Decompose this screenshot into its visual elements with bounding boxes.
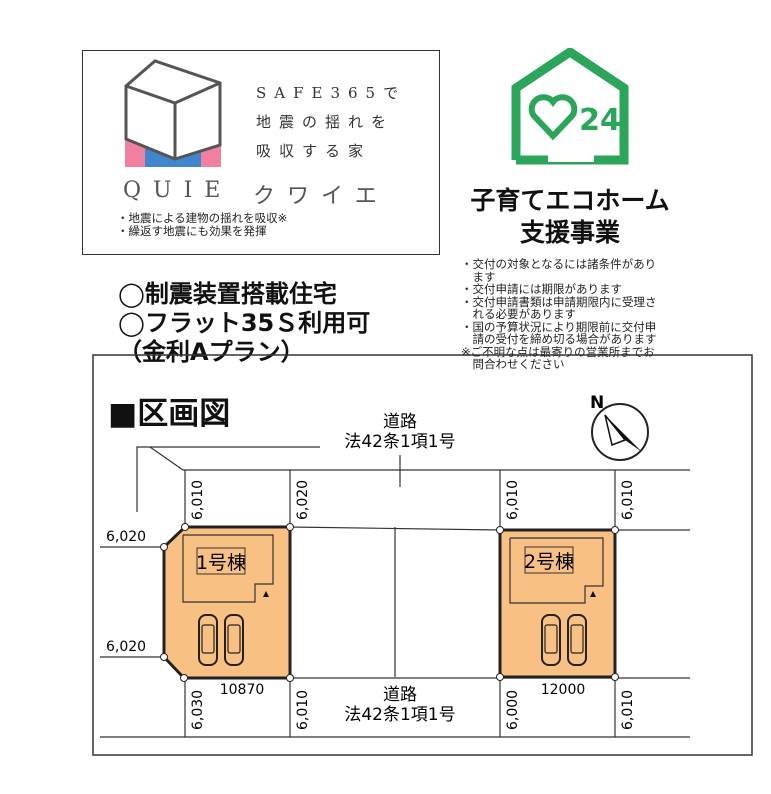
plan-lines: [100, 446, 690, 738]
features-list: ◯制震装置搭載住宅 ◯フラット35Ｓ利用可 （金利Aプラン）: [118, 280, 370, 367]
eco-title-line: 子育てエコホーム: [470, 186, 670, 215]
entrance-icon: [590, 591, 596, 597]
dim-label: 6,020: [106, 529, 146, 545]
entrance-icon: [263, 591, 269, 597]
house-2-outline: [509, 537, 604, 604]
lot-1-area: 10870: [220, 682, 265, 698]
dim-label: 6,020: [106, 639, 146, 655]
dim-label: 6,010: [620, 690, 636, 730]
tagline-line: 地震の揺れを: [256, 113, 395, 131]
dim-label: 6,010: [190, 480, 206, 520]
quie-bullet: ・繰返す地震にも効果を発揮: [117, 224, 267, 238]
lot-2-label: 2号棟: [524, 551, 574, 573]
eco-title-line: 支援事業: [519, 218, 620, 247]
dim-label: 6,030: [190, 690, 206, 730]
eco-note: 問合わせください: [461, 357, 565, 371]
quie-brand-kana: クワイエ: [253, 184, 389, 209]
dim-label: 6,020: [295, 480, 311, 520]
eco-note: ・交付申請には期限があります: [461, 282, 622, 296]
dim-label: 6,000: [505, 690, 521, 730]
eco-year: '24: [570, 103, 621, 138]
dim-label: 6,010: [620, 480, 636, 520]
lot-2-area: 12000: [541, 682, 586, 698]
eco-home-logo: '24: [511, 48, 629, 165]
house-1-outline: [182, 534, 274, 603]
eco-note: ます: [461, 269, 496, 284]
eco-note: ・交付申請書類は申請期限内に受理さ: [461, 294, 657, 309]
eco-title: 子育てエコホーム 支援事業: [455, 185, 685, 249]
feature-item: （金利Aプラン）: [118, 338, 305, 366]
eco-note: れる必要があります: [461, 307, 576, 321]
road-bottom-name: 道路: [383, 685, 417, 705]
eco-note: ・交付の対象となるには諸条件があり: [461, 257, 657, 271]
feature-item: ◯制震装置搭載住宅: [118, 280, 337, 308]
quie-tagline: SAFE365で 地震の揺れを 吸収する家: [256, 79, 406, 166]
quie-bullets: ・地震による建物の揺れを吸収※ ・繰返す地震にも効果を発揮: [117, 212, 287, 238]
road-bottom-law: 法42条1項1号: [344, 705, 455, 725]
quie-brand: QUIE: [123, 178, 233, 203]
eco-note: ・国の予算状況により期限前に交付申: [461, 319, 657, 334]
road-top-name: 道路: [383, 412, 417, 432]
north-arrow-icon: N: [590, 393, 649, 461]
north-label: N: [590, 393, 604, 413]
dim-label: 6,010: [295, 690, 311, 730]
lot-1-label: 1号棟: [196, 552, 246, 574]
tagline-line: SAFE365で: [256, 84, 407, 102]
quie-bullet: ・地震による建物の揺れを吸収※: [117, 211, 288, 225]
plan-title: ■区画図: [108, 396, 230, 432]
road-top-law: 法42条1項1号: [344, 432, 455, 452]
quie-house-logo: [124, 59, 222, 167]
quie-panel: SAFE365で 地震の揺れを 吸収する家 QUIE クワイエ ・地震による建物…: [82, 50, 440, 255]
dim-label: 6,010: [505, 480, 521, 520]
feature-item: ◯フラット35Ｓ利用可: [118, 309, 371, 337]
eco-note: 請の受付を締め切る場合があります: [461, 332, 657, 346]
tagline-line: 吸収する家: [256, 142, 372, 160]
plan-frame: [92, 354, 753, 756]
